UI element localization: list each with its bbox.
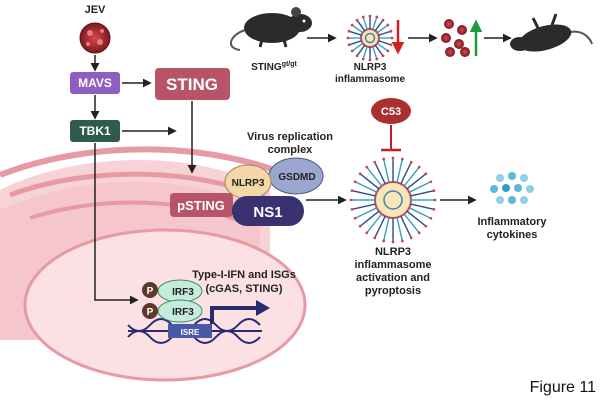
psting-label: pSTING bbox=[177, 198, 225, 213]
activation-label-4: pyroptosis bbox=[365, 285, 421, 297]
mouse-icon bbox=[230, 7, 312, 51]
virus-complex-label-1: Virus replication bbox=[247, 131, 333, 143]
activation-label-2: inflammasome bbox=[354, 259, 431, 271]
psting-box bbox=[170, 193, 233, 217]
virus-complex-label-2: complex bbox=[268, 144, 314, 156]
figure-label: Figure 11 bbox=[530, 379, 597, 396]
sick-mouse-icon bbox=[510, 13, 593, 52]
transcription-arrowhead-icon bbox=[256, 300, 270, 316]
tbk1-label: TBK1 bbox=[79, 124, 111, 138]
phospho-a-badge bbox=[142, 282, 158, 298]
cytokines-label-1: Inflammatory bbox=[477, 216, 547, 228]
sting-box bbox=[155, 68, 230, 100]
jev-virus-icon bbox=[79, 22, 111, 54]
tbk1-box bbox=[70, 120, 120, 142]
c53-badge bbox=[371, 98, 411, 124]
irf3-a-label: IRF3 bbox=[172, 287, 194, 298]
isre-box bbox=[168, 324, 212, 338]
virus-cluster-icon bbox=[441, 19, 470, 57]
cytokines-icon bbox=[490, 172, 534, 204]
inflammasome-small-icon bbox=[346, 14, 394, 62]
arrow-tbk1-irf3 bbox=[94, 143, 139, 305]
irf3-b-label: IRF3 bbox=[172, 307, 194, 318]
isre-label: ISRE bbox=[181, 328, 200, 337]
mavs-label: MAVS bbox=[78, 76, 112, 90]
ifn-label-1: Type-I-IFN and ISGs bbox=[192, 269, 296, 281]
gsdmd-label: GSDMD bbox=[278, 172, 315, 183]
sting-label: STING bbox=[166, 75, 218, 94]
jev-label: JEV bbox=[85, 4, 106, 16]
inflammasome-top-label-1: NLRP3 bbox=[354, 62, 387, 73]
phospho-b-badge bbox=[142, 303, 158, 319]
cytokines-label-2: cytokines bbox=[487, 229, 538, 241]
nlrp3-small-label: NLRP3 bbox=[232, 178, 265, 189]
ns1-label: NS1 bbox=[253, 204, 282, 221]
c53-label: C53 bbox=[381, 106, 401, 118]
transcription-arrow-icon bbox=[210, 306, 258, 324]
ifn-label-2: (cGAS, STING) bbox=[205, 283, 282, 295]
phospho-b-label: P bbox=[147, 307, 154, 318]
mouse-label: STINGgt/gt bbox=[251, 61, 297, 73]
inflammasome-top-label-2: inflammasome bbox=[335, 74, 405, 85]
inflammasome-large-icon bbox=[349, 156, 437, 244]
mavs-box bbox=[70, 72, 120, 94]
ns1-box bbox=[232, 196, 304, 226]
activation-label-1: NLRP3 bbox=[375, 246, 411, 258]
activation-label-3: activation and bbox=[356, 272, 430, 284]
phospho-a-label: P bbox=[147, 286, 154, 297]
